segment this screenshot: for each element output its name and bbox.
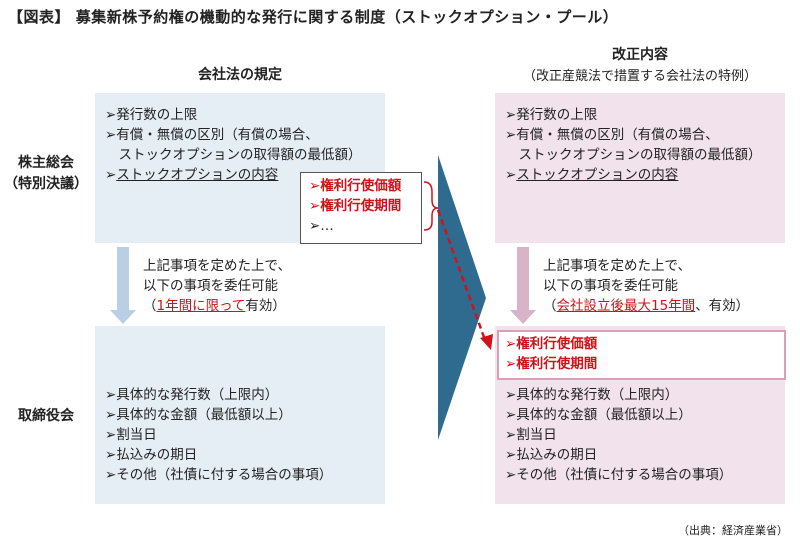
left-shareholders-items: ➢発行数の上限 ➢有償・無償の区別（有償の場合、 ストックオプションの取得額の最… <box>105 105 362 185</box>
list-item: ➢ストックオプションの内容 <box>105 165 362 185</box>
left-board-box <box>95 326 385 504</box>
center-transition-arrow-icon <box>438 155 486 440</box>
delegation-line: 以下の事項を委任可能 <box>143 278 278 294</box>
delegation-line: 以下の事項を委任可能 <box>543 278 678 294</box>
stock-option-content-link: ストックオプションの内容 <box>516 167 679 183</box>
diagram-title: 【図表】 募集新株予約権の機動的な発行に関する制度（ストックオプション・プール） <box>8 8 619 26</box>
row-header-line: 株主総会 <box>18 155 74 171</box>
delegation-line: （会社設立後最大15年間、有効） <box>543 296 749 316</box>
stock-option-content-link: ストックオプションの内容 <box>116 167 279 183</box>
red-dashed-arrow-icon <box>436 209 487 341</box>
list-item: ➢発行数の上限 <box>105 107 198 123</box>
right-board-items: ➢具体的な発行数（上限内） ➢具体的な金額（最低額以上） ➢割当日 ➢払込みの期… <box>505 385 732 485</box>
list-item: ➢割当日 <box>105 427 157 443</box>
list-item: ➢有償・無償の区別（有償の場合、 <box>105 127 319 143</box>
paren-open: （ <box>143 298 157 314</box>
delegation-line: （1年間に限って有効） <box>143 296 291 316</box>
list-item: ➢払込みの期日 <box>105 447 198 463</box>
popup-item-exercise-price: ➢権利行使価額 <box>309 178 402 194</box>
left-down-arrow-icon <box>110 247 136 324</box>
red-bracket-icon <box>423 181 439 231</box>
list-item: ➢具体的な金額（最低額以上） <box>505 407 692 423</box>
list-item: ➢具体的な発行数（上限内） <box>505 387 679 403</box>
list-item: ➢割当日 <box>505 427 557 443</box>
bullet-arrow-icon: ➢ <box>105 167 117 183</box>
list-item: ➢発行数の上限 <box>505 107 598 123</box>
paren-open: （ <box>543 298 557 314</box>
right-delegation-text: 上記事項を定めた上で、 以下の事項を委任可能 （会社設立後最大15年間、有効） <box>543 256 749 316</box>
bullet-arrow-icon: ➢ <box>505 167 517 183</box>
stock-option-content-popup: ➢権利行使価額 ➢権利行使期間 ➢… <box>300 172 422 244</box>
row-header-shareholders-meeting: 株主総会 （特別決議） <box>4 153 88 195</box>
delegation-line: 上記事項を定めた上で、 <box>143 258 291 274</box>
popup-item-more: ➢… <box>309 218 334 234</box>
one-year-limit-text: 1年間に限って <box>156 298 246 314</box>
list-item: ストックオプションの取得額の最低額） <box>105 147 362 163</box>
list-item: ➢その他（社債に付する場合の事項） <box>105 467 333 483</box>
right-column-subheader: （改正産競法で措置する会社法の特例） <box>522 69 757 84</box>
source-note: （出典：経済産業省） <box>678 524 788 537</box>
delegation-line: 上記事項を定めた上で、 <box>543 258 691 274</box>
left-delegation-text: 上記事項を定めた上で、 以下の事項を委任可能 （1年間に限って有効） <box>143 256 291 316</box>
list-item: ストックオプションの取得額の最低額） <box>505 147 762 163</box>
fifteen-year-limit-text: 会社設立後最大15年間 <box>556 298 696 314</box>
right-shareholders-items: ➢発行数の上限 ➢有償・無償の区別（有償の場合、 ストックオプションの取得額の最… <box>505 105 762 185</box>
list-item: ➢ストックオプションの内容 <box>505 165 762 185</box>
list-item: ➢その他（社債に付する場合の事項） <box>505 467 733 483</box>
right-shareholders-box <box>495 93 785 243</box>
list-item: ➢有償・無償の区別（有償の場合、 <box>505 127 719 143</box>
paren-close: 、有効） <box>695 298 750 314</box>
row-header-board: 取締役会 <box>18 408 74 424</box>
left-board-items: ➢具体的な発行数（上限内） ➢具体的な金額（最低額以上） ➢割当日 ➢払込みの期… <box>105 385 332 485</box>
right-column-header: 改正内容 <box>612 47 668 63</box>
list-item: ➢具体的な金額（最低額以上） <box>105 407 292 423</box>
delegated-items-box: ➢権利行使価額 ➢権利行使期間 <box>497 330 786 380</box>
popup-item-exercise-period: ➢権利行使期間 <box>309 198 402 214</box>
right-down-arrow-icon <box>510 247 536 324</box>
row-header-line: （特別決議） <box>4 176 88 192</box>
paren-close: 有効） <box>245 298 286 314</box>
delegated-item-exercise-period: ➢権利行使期間 <box>505 356 598 372</box>
delegated-item-exercise-price: ➢権利行使価額 <box>505 336 598 352</box>
left-column-header: 会社法の規定 <box>198 67 282 83</box>
list-item: ➢具体的な発行数（上限内） <box>105 387 279 403</box>
list-item: ➢払込みの期日 <box>505 447 598 463</box>
